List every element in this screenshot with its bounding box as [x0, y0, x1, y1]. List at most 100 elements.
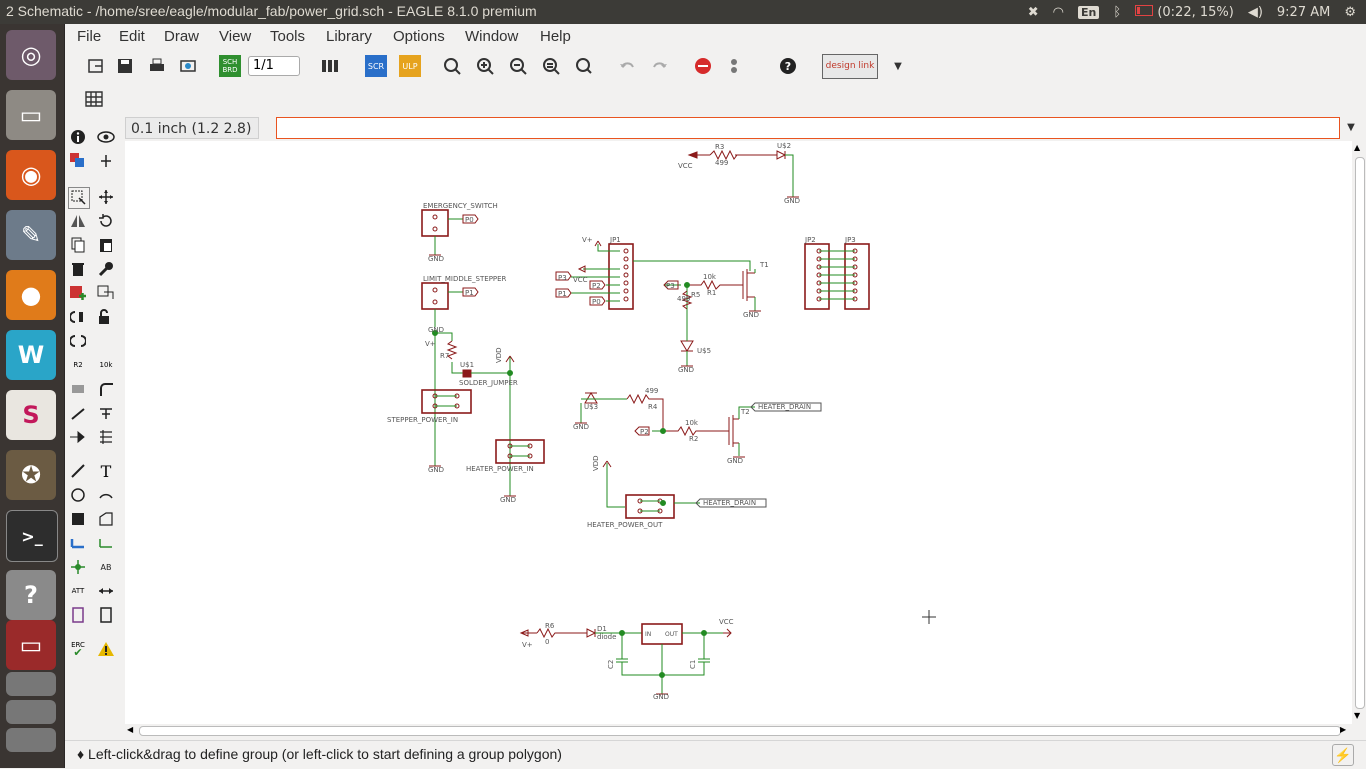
paste-icon[interactable] [96, 235, 116, 255]
replace-icon[interactable] [96, 283, 116, 303]
rotate-icon[interactable] [96, 211, 116, 231]
libreoffice-launcher-icon[interactable]: ✎ [6, 210, 56, 260]
move-icon[interactable] [96, 187, 116, 207]
terminal-launcher-icon[interactable]: >_ [6, 510, 58, 562]
transistor-t2[interactable] [723, 415, 739, 447]
command-line-input[interactable] [276, 117, 1340, 139]
scroll-right-icon[interactable]: ▶ [1340, 725, 1347, 734]
save-icon[interactable] [114, 55, 136, 77]
show-eye-icon[interactable] [96, 127, 116, 147]
undo-icon[interactable] [616, 55, 638, 77]
redraw-icon[interactable] [540, 55, 562, 77]
slack-launcher-icon[interactable]: S [6, 390, 56, 440]
transistor-t1[interactable] [735, 269, 755, 301]
resistor-r1[interactable] [687, 279, 735, 291]
arc-icon[interactable] [96, 485, 116, 505]
bus-icon[interactable] [68, 533, 88, 553]
wire-icon[interactable] [68, 461, 88, 481]
scroll-up-icon[interactable]: ▲ [1354, 143, 1361, 152]
dropbox-icon[interactable]: ✖ [1027, 4, 1039, 20]
print-icon[interactable] [146, 55, 168, 77]
keyboard-layout-indicator[interactable]: En [1078, 5, 1100, 19]
help-launcher-icon[interactable]: ? [6, 570, 56, 620]
frame-icon[interactable] [68, 605, 88, 625]
junction-icon[interactable] [68, 557, 88, 577]
layer-display-icon[interactable] [68, 151, 88, 171]
text-tool-icon[interactable]: T [96, 461, 116, 481]
toolbar-overflow-chevron-icon[interactable]: ▼ [894, 60, 902, 72]
zoom-fit-icon[interactable] [441, 55, 463, 77]
open-icon[interactable] [85, 55, 107, 77]
gimp-launcher-icon[interactable]: ✪ [6, 450, 56, 500]
miter-icon[interactable] [96, 379, 116, 399]
menu-view[interactable]: View [219, 28, 252, 45]
redo-icon[interactable] [649, 55, 671, 77]
copy-icon[interactable] [68, 235, 88, 255]
jp2-header[interactable] [804, 243, 830, 310]
limit-switch-part[interactable] [421, 282, 449, 310]
optimize-icon[interactable] [96, 403, 116, 423]
circle-icon[interactable] [68, 485, 88, 505]
menu-library[interactable]: Library [326, 28, 372, 45]
info-icon[interactable] [68, 127, 88, 147]
pinswap-icon[interactable] [68, 307, 88, 327]
attribute-icon[interactable]: ATT [68, 581, 88, 601]
trash-icon[interactable] [6, 728, 56, 752]
sheet-selector[interactable]: 1/1 [248, 56, 300, 76]
name-icon[interactable]: R2 [68, 355, 88, 375]
heater-drain-net-label[interactable] [750, 402, 822, 412]
diode-d1[interactable] [586, 628, 597, 638]
label-tool-icon[interactable]: AB [96, 557, 116, 577]
script-button[interactable]: SCR [365, 55, 387, 77]
schematic-canvas[interactable]: VCC R3 499 U$2 GND EMERGENCY_SWITCH P0 G… [125, 141, 1352, 724]
resistor-r6[interactable] [536, 627, 587, 639]
resistor-r7[interactable] [446, 340, 458, 360]
gateswap-icon[interactable] [68, 331, 88, 351]
menu-tools[interactable]: Tools [270, 28, 306, 45]
split-icon[interactable] [68, 403, 88, 423]
scroll-down-icon[interactable]: ▼ [1354, 711, 1361, 720]
heater-power-in-part[interactable] [495, 439, 545, 464]
clock[interactable]: 9:27 AM [1276, 4, 1331, 20]
invoke-icon[interactable] [68, 427, 88, 447]
sheet-list-icon[interactable] [320, 55, 342, 77]
polygon-icon[interactable] [96, 509, 116, 529]
vertical-scrollbar[interactable]: ▲ ▼ [1352, 141, 1366, 724]
workspace-icon[interactable] [6, 672, 56, 696]
add-part-icon[interactable] [68, 283, 88, 303]
schematic-drawing[interactable]: VCC R3 499 U$2 GND EMERGENCY_SWITCH P0 G… [125, 141, 1352, 724]
rectangle-icon[interactable] [68, 509, 88, 529]
modules-icon[interactable] [96, 605, 116, 625]
dimension-icon[interactable] [96, 581, 116, 601]
menu-help[interactable]: Help [540, 28, 571, 45]
resistor-r4[interactable] [626, 393, 664, 431]
led-u3[interactable] [584, 392, 598, 404]
volume-icon[interactable]: ◀) [1247, 4, 1263, 20]
command-history-chevron-icon[interactable]: ▼ [1347, 122, 1355, 133]
cam-processor-icon[interactable] [177, 55, 199, 77]
zoom-out-icon[interactable] [507, 55, 529, 77]
heater-power-out-part[interactable] [625, 494, 675, 519]
sch-brd-switch-button[interactable]: SCH BRD [219, 55, 241, 77]
resistor-r3[interactable] [709, 149, 738, 161]
mark-icon[interactable] [96, 151, 116, 171]
grid-icon[interactable] [83, 88, 105, 110]
bluetooth-icon[interactable]: ᛒ [1113, 4, 1122, 20]
workspace-icon[interactable] [6, 700, 56, 724]
change-wrench-icon[interactable] [96, 259, 116, 279]
stop-icon[interactable] [692, 55, 714, 77]
horizontal-scrollbar[interactable]: ◀ ▶ [125, 724, 1352, 738]
emergency-switch-part[interactable] [421, 209, 449, 237]
menu-edit[interactable]: Edit [119, 28, 145, 45]
webstorm-launcher-icon[interactable]: W [6, 330, 56, 380]
delete-icon[interactable] [68, 259, 88, 279]
vcc-symbol[interactable] [687, 151, 698, 159]
scroll-left-icon[interactable]: ◀ [127, 725, 134, 734]
ubuntu-dash-icon[interactable]: ◎ [6, 30, 56, 80]
solder-jumper-part[interactable] [462, 369, 472, 378]
ulp-button[interactable]: ULP [399, 55, 421, 77]
eagle-launcher-icon[interactable]: ▭ [6, 620, 56, 670]
blender-launcher-icon[interactable]: ● [6, 270, 56, 320]
smash-icon[interactable] [68, 379, 88, 399]
net-icon[interactable] [96, 533, 116, 553]
